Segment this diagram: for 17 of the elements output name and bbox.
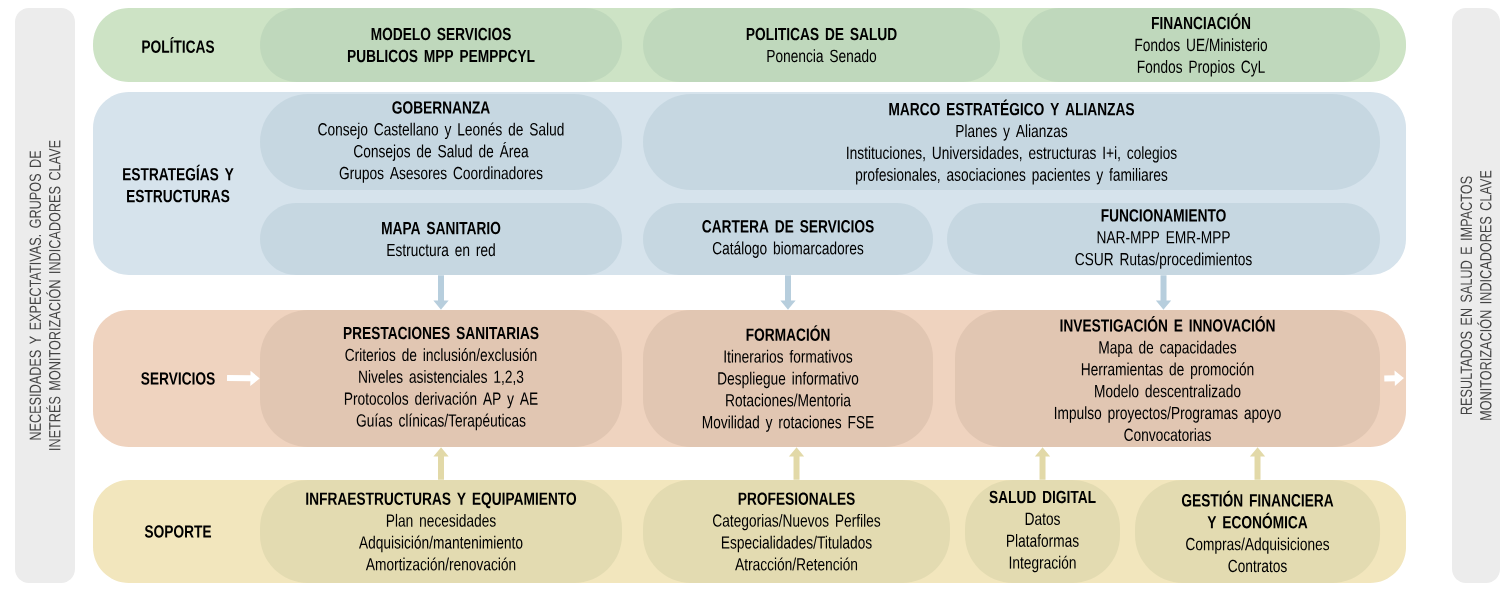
side-panel: NECESIDADES Y EXPECTATIVAS. GRUPOS DE INETRÉS MONITORIZACIÓN INDICADORES CLAVE: [15, 8, 75, 583]
rounded-box: MARCO ESTRATÉGICO Y ALIANZAS Planes y Alianzas Instituciones, Universidades, estructuras I+i, colegios profesionales, asociaciones pacientes y familiares: [643, 94, 1381, 190]
rounded-box: INFRAESTRUCTURAS Y EQUIPAMIENTO Plan necesidades Adquisición/mantenimiento Amortización/renovación: [260, 480, 622, 583]
rounded-box: POLITICAS DE SALUD Ponencia Senado: [643, 8, 1000, 82]
rounded-box: SALUD DIGITAL Datos Plataformas Integración: [965, 480, 1120, 583]
rounded-box: GOBERNANZA Consejo Castellano y Leonés de Salud Consejos de Salud de Área Grupos Asesores Coordinadores: [260, 94, 622, 190]
rounded-box: PROFESIONALES Categorias/Nuevos Perfiles Especialidades/Titulados Atracción/Retención: [643, 480, 950, 583]
rounded-box: FORMACIÓN Itinerarios formativos Despliegue informativo Rotaciones/Mentoria Movilidad y rotaciones FSE: [643, 310, 933, 447]
rounded-box: CARTERA DE SERVICIOS Catálogo biomarcadores: [643, 203, 933, 275]
rounded-box: MAPA SANITARIO Estructura en red: [260, 203, 622, 275]
rounded-box: FUNCIONAMIENTO NAR-MPP EMR-MPP CSUR Rutas/procedimientos: [947, 203, 1381, 275]
rounded-box: MODELO SERVICIOS PUBLICOS MPP PEMPPCYL: [260, 8, 622, 82]
side-panel: RESULTADOS EN SALUD E IMPACTOS MONITORIZACIÓN INDICADORES CLAVE: [1452, 8, 1501, 583]
rounded-box: GESTIÓN FINANCIERA Y ECONÓMICA Compras/Adquisiciones Contratos: [1135, 480, 1381, 583]
rounded-box: INVESTIGACIÓN E INNOVACIÓN Mapa de capacidades Herramientas de promoción Modelo descentralizado Impulso proyectos/Programas apoyo Convocatorias: [955, 310, 1381, 447]
rounded-box: FINANCIACIÓN Fondos UE/Ministerio Fondos Propios CyL: [1022, 8, 1381, 82]
rounded-box: PRESTACIONES SANITARIAS Criterios de inclusión/exclusión Niveles asistenciales 1,2,3 Protocolos derivación AP y AE Guías clínicas/Terapéuticas: [260, 310, 622, 447]
